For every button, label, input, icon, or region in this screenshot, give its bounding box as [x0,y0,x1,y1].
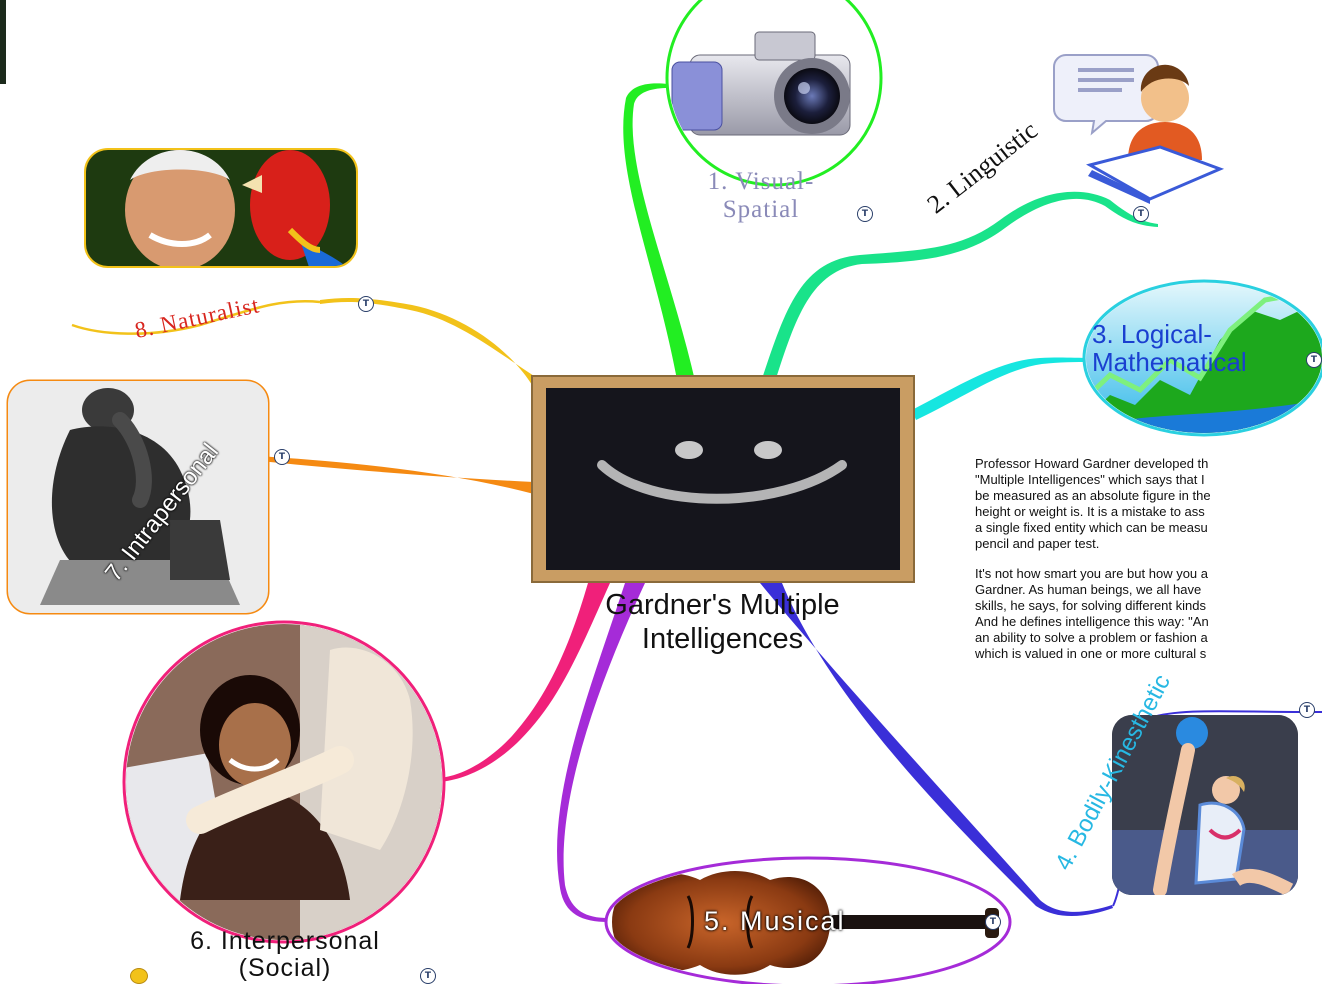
note-icon-musical[interactable]: T [985,914,1001,930]
thinker-statue-image [6,379,270,615]
branch-visual-spatial [623,83,696,386]
branch-musical [557,583,645,922]
branch-linguistic [760,191,1158,385]
description-text: Professor Howard Gardner developed th "M… [975,456,1322,676]
label-logical-mathematical[interactable]: 3. Logical- Mathematical [1092,319,1247,377]
branch-bodily-kinesthetic [760,583,1113,917]
label-interpersonal[interactable]: 6. Interpersonal (Social) [190,927,380,982]
camera-image [665,0,883,187]
note-icon-visual[interactable]: T [857,206,873,222]
note-icon-interpersonal[interactable]: T [420,968,436,984]
naturalist-parrot-image [84,148,358,268]
branch-logical-mathematical [912,357,1090,420]
growth-chart-image [1082,279,1322,437]
coworkers-image [122,620,446,944]
label-musical[interactable]: 5. Musical [704,906,846,936]
note-icon-naturalist[interactable]: T [358,296,374,312]
note-icon-bodily[interactable]: T [1299,702,1315,718]
note-icon-logical[interactable]: T [1306,352,1322,368]
central-chalkboard-image [531,375,915,583]
corner-artifact [0,0,6,84]
branch-naturalist [320,297,548,385]
note-icon-linguistic[interactable]: T [1133,206,1149,222]
central-topic-title[interactable]: Gardner's Multiple Intelligences [605,589,840,655]
branch-interpersonal [440,583,610,782]
note-icon-intrapersonal[interactable]: T [274,449,290,465]
label-visual-spatial[interactable]: 1. Visual- Spatial [707,168,815,223]
violin-image [604,856,1012,984]
smiley-icon [130,968,148,984]
gymnast-image [1112,715,1298,895]
description-paragraph-2: It's not how smart you are but how you a… [975,566,1209,661]
description-paragraph-1: Professor Howard Gardner developed th "M… [975,456,1211,551]
reader-book-image [1053,54,1225,204]
